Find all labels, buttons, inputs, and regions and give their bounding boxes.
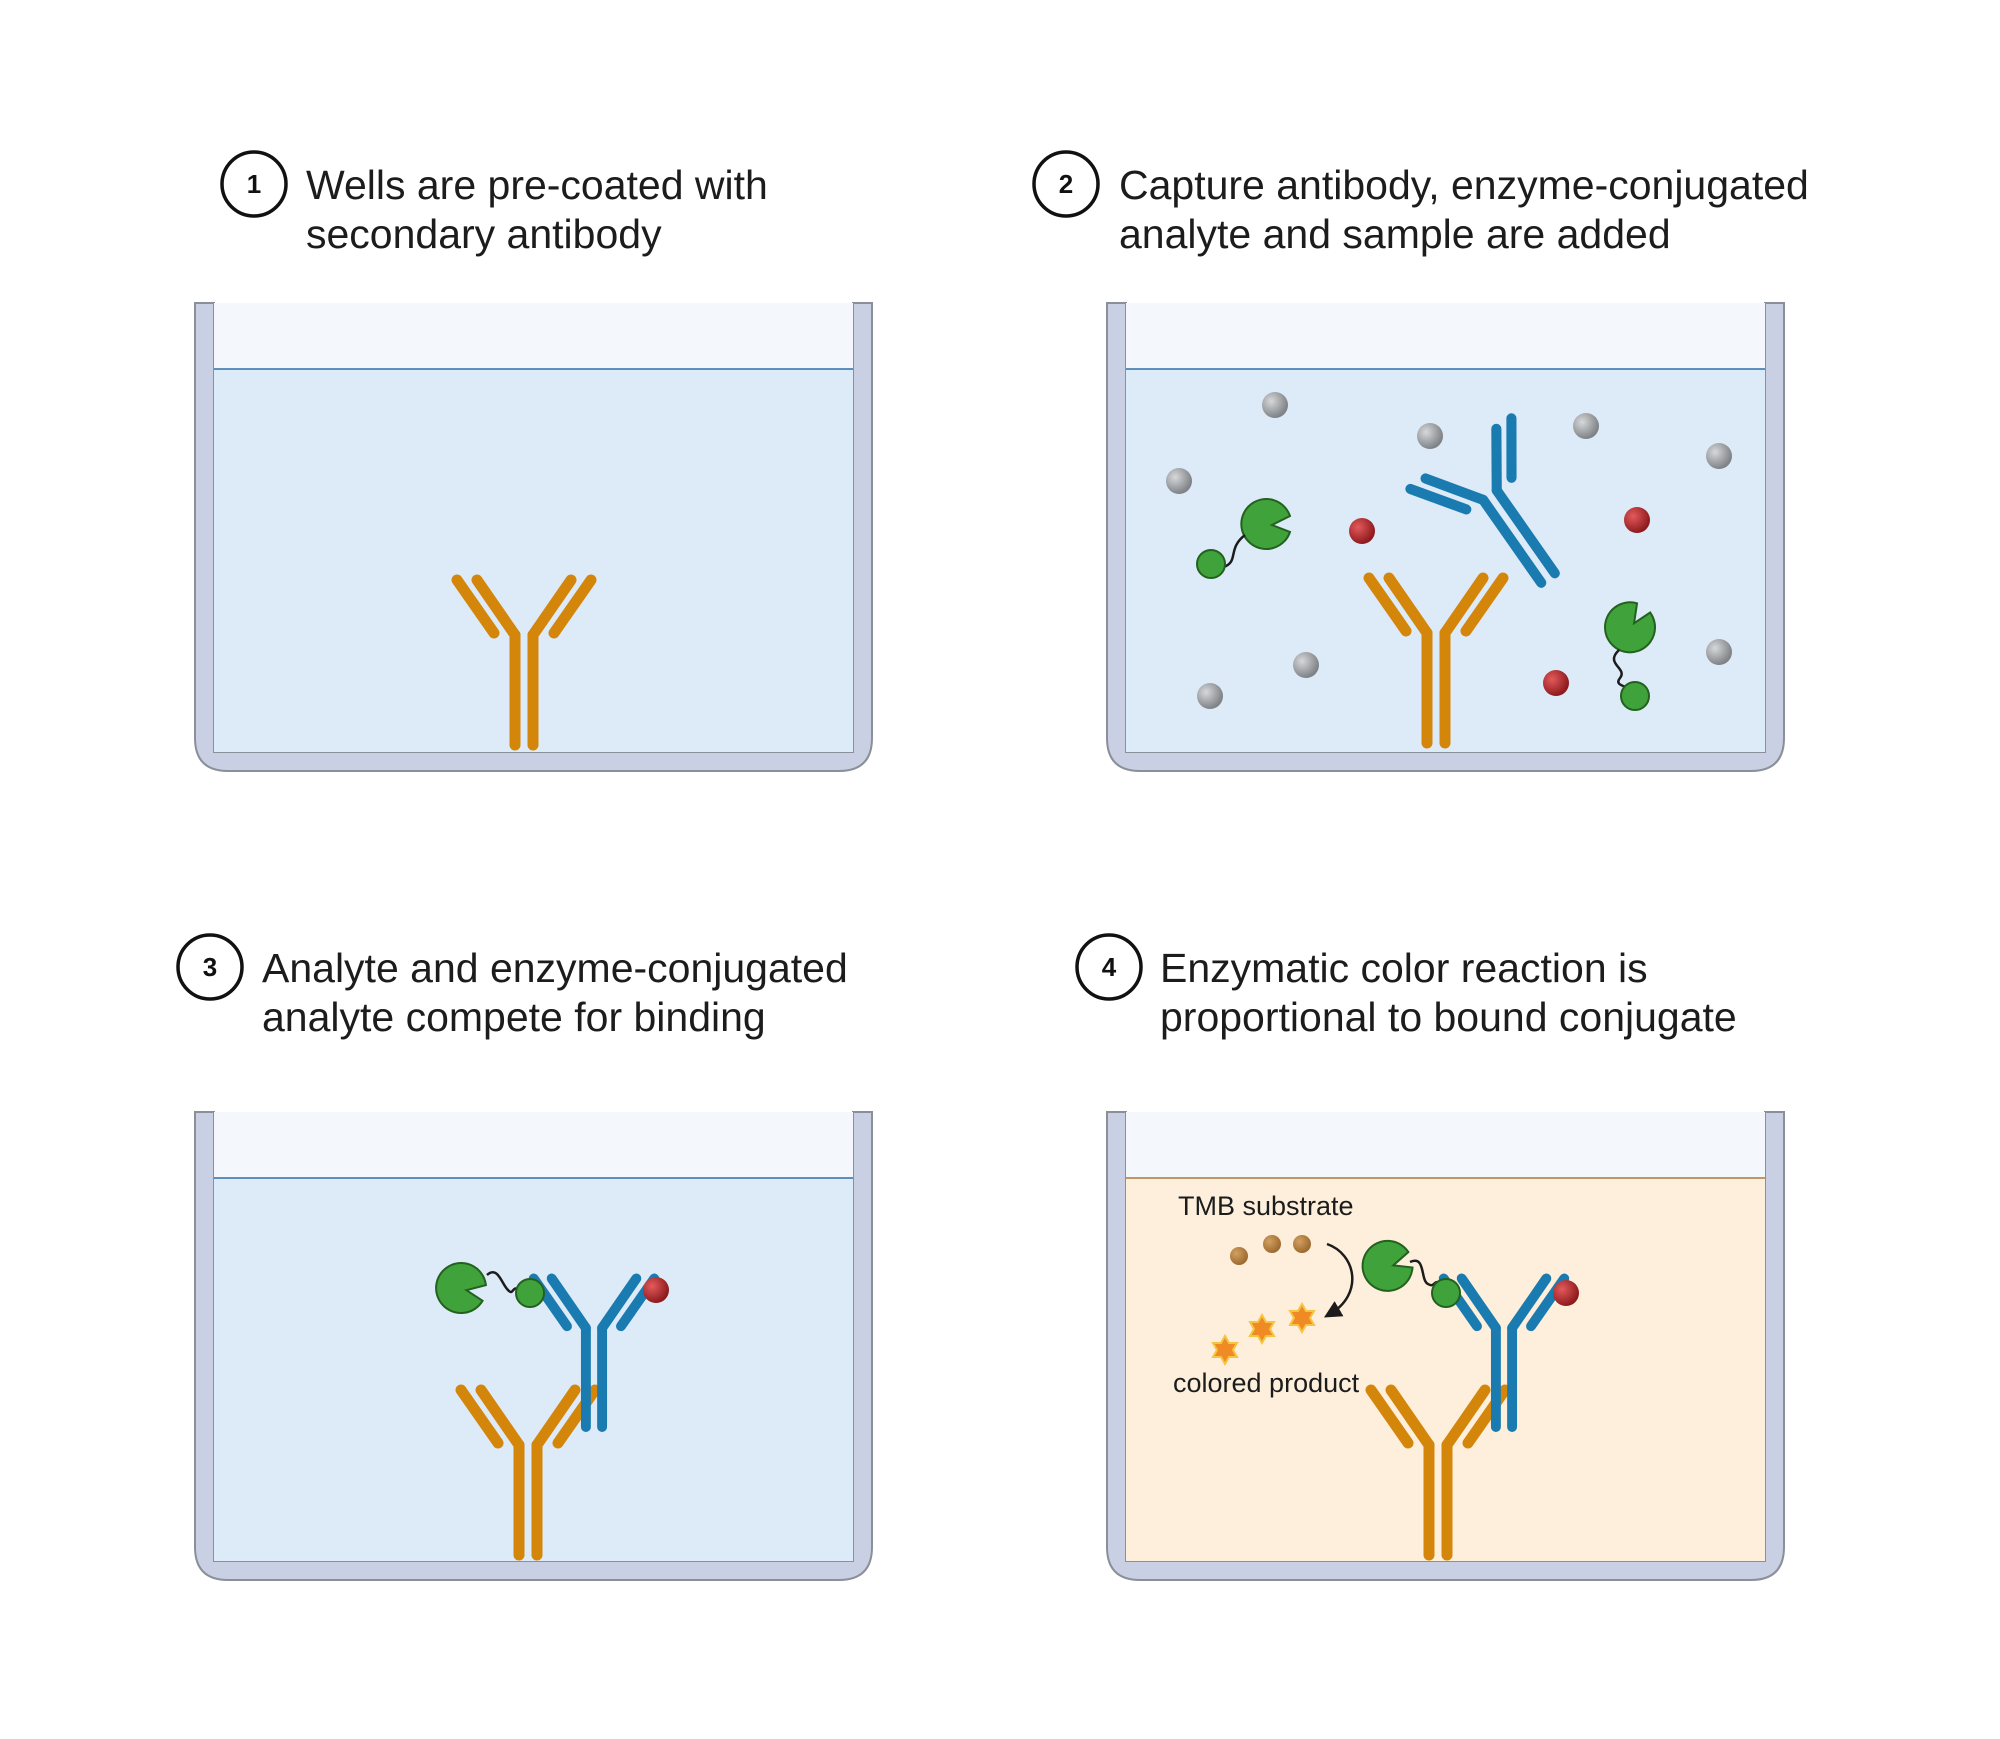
step-title-line1: Capture antibody, enzyme-conjugated [1119,162,1809,208]
step-4-heading: 4 Enzymatic color reaction is proportion… [1075,933,1737,1040]
step-title-line2: secondary antibody [306,211,662,257]
sample-particle-icon [1197,683,1223,709]
step-number: 3 [203,952,217,982]
step-2-heading: 2 Capture antibody, enzyme-conjugated an… [1032,150,1809,257]
analyte-icon [1349,518,1375,544]
step-3-heading: 3 Analyte and enzyme-conjugated analyte … [176,933,848,1040]
step-title-line1: Enzymatic color reaction is [1160,945,1648,991]
step-number-circle [1032,150,1100,218]
step-title-line2: analyte and sample are added [1119,211,1671,257]
step-number: 1 [247,169,261,199]
step-1-heading: 1 Wells are pre-coated with secondary an… [220,150,768,257]
enzyme-conjugate [1355,1234,1461,1308]
linker [486,1271,521,1294]
sample-particles [1166,392,1732,709]
step-number-circle [1075,933,1143,1001]
step-title-line2: proportional to bound conjugate [1160,994,1737,1040]
substrate-icon [1293,1235,1311,1253]
sample-particle-icon [1166,468,1192,494]
well-2 [1106,302,1785,772]
step-title-line2: analyte compete for binding [262,994,766,1040]
tmb-substrate [1230,1235,1311,1265]
enzyme-conjugate [1594,592,1666,711]
analyte-particles [1349,507,1650,696]
conjugated-analyte-icon [515,1278,545,1308]
sample-particle-icon [1417,423,1443,449]
conjugated-analyte-icon [1196,549,1226,579]
enzyme-conjugate [1196,498,1291,579]
substrate-icon [1230,1247,1248,1265]
conjugated-analyte-icon [1431,1278,1461,1308]
analyte-icon [1553,1280,1579,1306]
well-1 [194,302,873,772]
sample-particle-icon [1573,413,1599,439]
step-number-circle [220,150,288,218]
conjugated-analyte-icon [1620,681,1650,711]
analyte-icon [1543,670,1569,696]
analyte-icon [643,1277,669,1303]
step-number-circle [176,933,244,1001]
sample-particle-icon [1706,443,1732,469]
substrate-label: TMB substrate [1178,1191,1354,1221]
step-number: 4 [1102,952,1117,982]
substrate-icon [1263,1235,1281,1253]
step-title-line1: Wells are pre-coated with [306,162,768,208]
reaction-arrow-icon [1323,1242,1354,1318]
step-title-line1: Analyte and enzyme-conjugated [262,945,848,991]
enzyme-conjugate [430,1257,545,1319]
product-label: colored product [1173,1368,1360,1398]
sample-particle-icon [1262,392,1288,418]
analyte-icon [1624,507,1650,533]
sample-particle-icon [1293,652,1319,678]
step-number: 2 [1059,169,1073,199]
sample-particle-icon [1706,639,1732,665]
